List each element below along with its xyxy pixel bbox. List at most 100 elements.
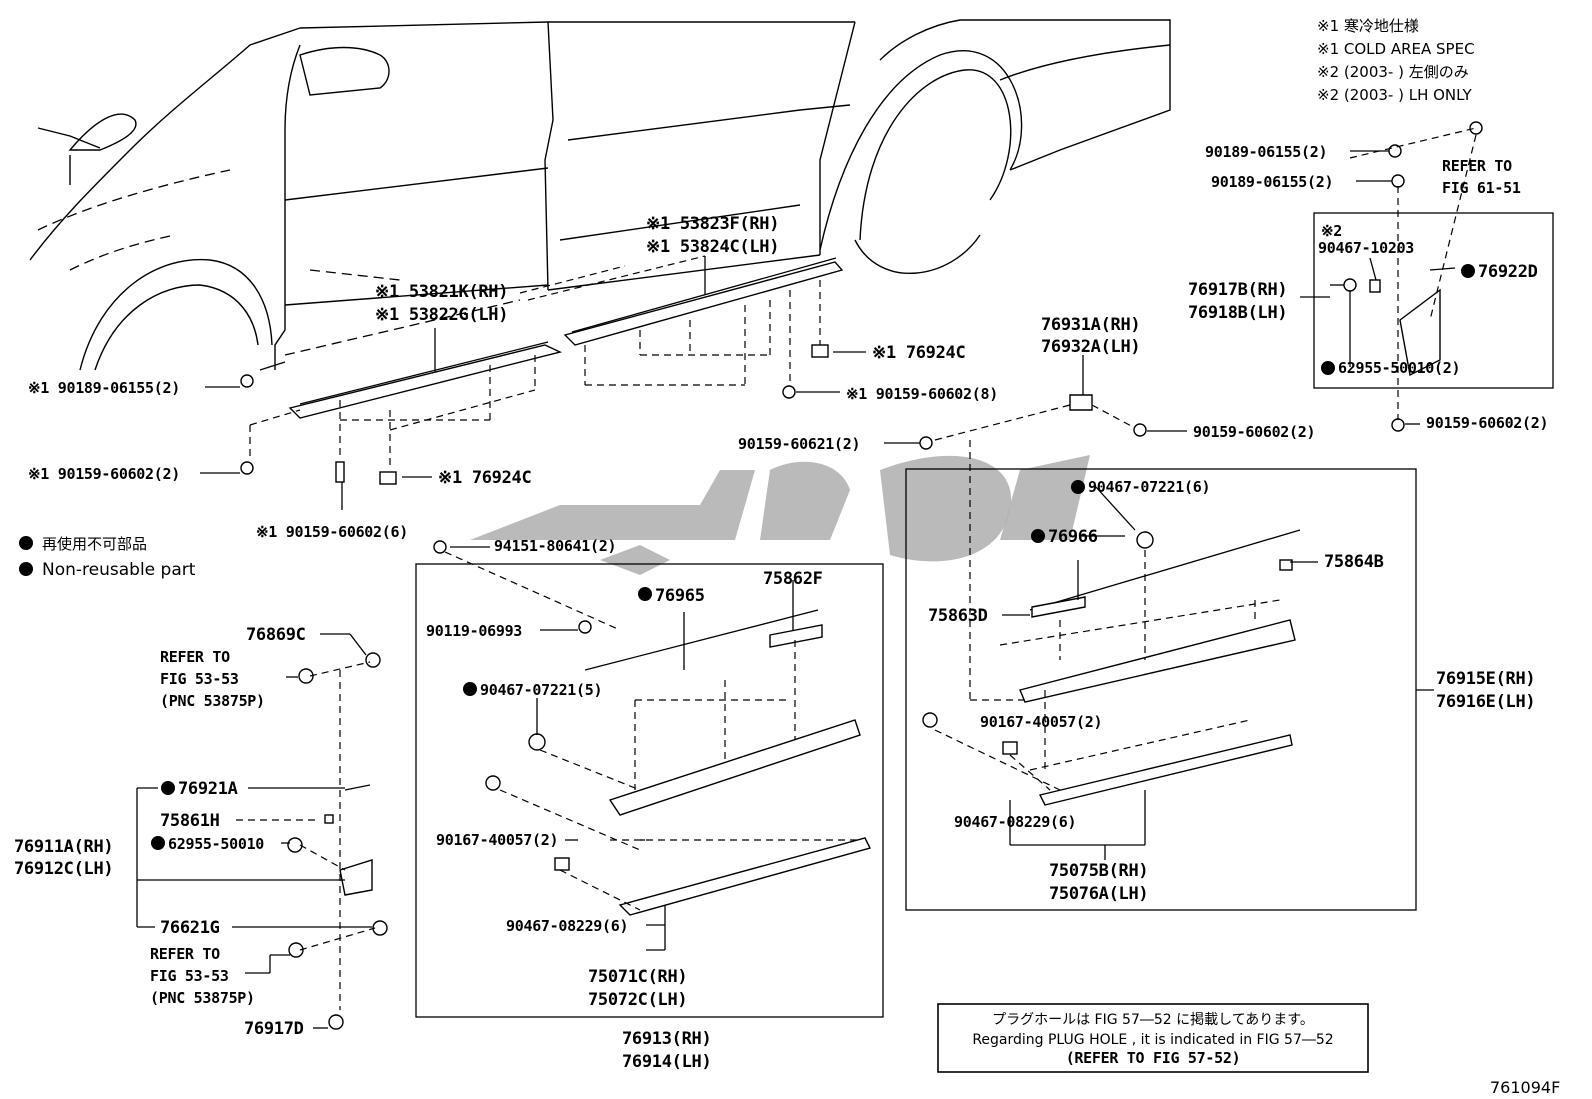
car-body-outline [29, 19, 1171, 371]
part-label: 76621G [160, 918, 220, 938]
rocker-moulding-rear [563, 257, 844, 346]
part-label: 76915E(RH) [1436, 669, 1535, 689]
part-label: ※1 90159-60602(2) [28, 465, 180, 483]
part-labels: ※1 53823F(RH) ※1 53824C(LH) ※1 53821K(RH… [14, 143, 1549, 1072]
legend: 再使用不可部品 Non-reusable part [19, 535, 196, 580]
part-label: 90159-60602(2) [1193, 423, 1315, 441]
part-label: ※1 53821K(RH) [375, 282, 508, 302]
part-label: ※2 [1321, 222, 1342, 240]
plug-hole-note: プラグホールは FIG 57―52 に掲載してあります。 Regarding P… [937, 1003, 1369, 1073]
moulding-leaders [249, 255, 821, 470]
part-label: 75075B(RH) [1049, 861, 1148, 881]
part-label: 75861H [160, 811, 220, 831]
part-label: 90467-07221(5) [480, 681, 602, 699]
part-label: 76916E(LH) [1436, 692, 1535, 712]
lh-only-box [1313, 212, 1554, 389]
part-label: 76917B(RH) [1188, 280, 1287, 300]
legend-en: Non-reusable part [42, 560, 196, 580]
part-label: 75076A(LH) [1049, 884, 1148, 904]
note-cold-area-jp: ※1 寒冷地仕様 [1317, 17, 1419, 35]
part-label: 76932A(LH) [1041, 337, 1140, 357]
leader-lines [200, 150, 1420, 510]
header-notes: ※1 寒冷地仕様 ※1 COLD AREA SPEC ※2 (2003- ) 左… [1317, 17, 1475, 104]
part-label: 90167-40057(2) [436, 831, 558, 849]
part-label: 90167-40057(2) [980, 713, 1102, 731]
part-label: REFER TO [150, 945, 220, 963]
part-label: ※1 53823F(RH) [646, 214, 779, 234]
part-label: ※1 53822G(LH) [375, 305, 508, 325]
non-reusable-dot-icon [1071, 480, 1085, 494]
figure-id: 761094F [1490, 1078, 1560, 1097]
part-label: 75863D [928, 606, 988, 626]
part-label: 76913(RH) [622, 1029, 711, 1049]
non-reusable-markers [151, 264, 1475, 850]
part-label: 90159-60621(2) [738, 435, 860, 453]
part-label: ※1 76924C [872, 343, 965, 363]
mudguard-right [1300, 127, 1477, 420]
part-label: REFER TO [1442, 157, 1512, 175]
part-label: 75071C(RH) [588, 967, 687, 987]
part-label: 76914(LH) [622, 1052, 711, 1072]
plug-note-en: Regarding PLUG HOLE , it is indicated in… [972, 1032, 1333, 1048]
part-label: 76931A(RH) [1041, 315, 1140, 335]
part-label: 76911A(RH) [14, 837, 113, 857]
part-label: FIG 53-53 [150, 967, 229, 985]
non-reusable-dot-icon [1321, 361, 1335, 375]
part-label: 76966 [1048, 527, 1098, 547]
non-reusable-dot-icon [638, 587, 652, 601]
part-label: 76918B(LH) [1188, 303, 1287, 323]
part-label: FIG 53-53 [160, 670, 239, 688]
part-label: 76921A [178, 779, 238, 799]
arabic-logo-watermark [470, 455, 1090, 575]
part-label: ※1 90159-60602(8) [846, 385, 998, 403]
part-label: 62955-50010 [168, 835, 264, 853]
non-reusable-dot-icon [1461, 264, 1475, 278]
part-label: 90159-60602(2) [1426, 414, 1548, 432]
legend-jp: 再使用不可部品 [42, 535, 147, 553]
part-label: 76917D [244, 1019, 304, 1039]
note-lh-only-jp: ※2 (2003- ) 左側のみ [1317, 63, 1469, 81]
part-label: 90467-08229(6) [954, 813, 1076, 831]
part-label: 90119-06993 [426, 622, 522, 640]
part-label: 75864B [1324, 552, 1384, 572]
part-label: ※1 90189-06155(2) [28, 379, 180, 397]
note-lh-only-en: ※2 (2003- ) LH ONLY [1317, 86, 1473, 104]
part-label: REFER TO [160, 648, 230, 666]
part-label: 76922D [1478, 262, 1538, 282]
note-cold-area-en: ※1 COLD AREA SPEC [1317, 40, 1475, 58]
part-label: 90189-06155(2) [1205, 143, 1327, 161]
part-label: 90467-10203 [1318, 239, 1414, 257]
part-label: FIG 61-51 [1442, 179, 1521, 197]
non-reusable-dot-icon [1031, 529, 1045, 543]
part-label: (PNC 53875P) [160, 692, 265, 710]
rocker-moulding-front [288, 341, 563, 419]
part-label: 75072C(LH) [588, 990, 687, 1010]
side-skirt-rear [922, 485, 1434, 860]
clip-icon [240, 121, 1483, 554]
non-reusable-dot-icon [19, 562, 33, 576]
side-skirt-front [444, 546, 872, 951]
part-label: 62955-50010(2) [1338, 359, 1460, 377]
part-label: 76912C(LH) [14, 859, 113, 879]
part-label: 90467-07221(6) [1088, 478, 1210, 496]
plug-note-ref: (REFER TO FIG 57-52) [1066, 1049, 1241, 1067]
plug-note-jp: プラグホールは FIG 57―52 に掲載してあります。 [992, 1012, 1314, 1028]
non-reusable-dot-icon [463, 682, 477, 696]
part-label: 75862F [763, 569, 823, 589]
bracket-76931a [934, 355, 1136, 701]
part-label: ※1 76924C [438, 468, 531, 488]
mudguard-left [136, 633, 388, 1030]
part-label: 90189-06155(2) [1211, 173, 1333, 191]
part-label: 76869C [246, 625, 306, 645]
part-label: (PNC 53875P) [150, 989, 255, 1007]
non-reusable-dot-icon [19, 536, 33, 550]
part-label: ※1 90159-60602(6) [256, 523, 408, 541]
part-label: ※1 53824C(LH) [646, 237, 779, 257]
part-label: 76965 [655, 586, 705, 606]
part-label: 90467-08229(6) [506, 917, 628, 935]
non-reusable-dot-icon [161, 781, 175, 795]
non-reusable-dot-icon [151, 836, 165, 850]
side-skirt-front-box [415, 563, 884, 1018]
part-label: 94151-80641(2) [494, 537, 616, 555]
